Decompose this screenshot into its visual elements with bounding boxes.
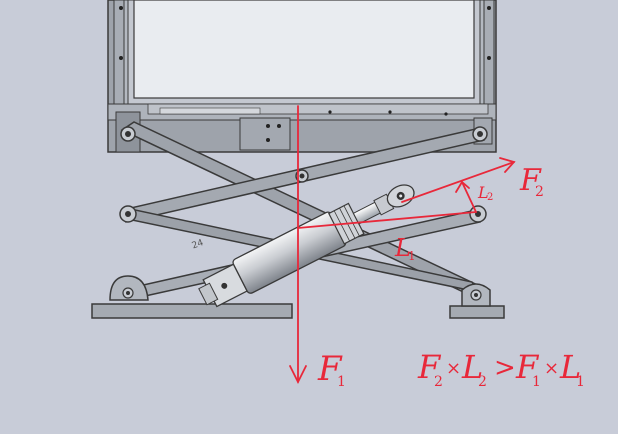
ineq-l2: L: [461, 348, 483, 386]
ineq-l1-sub: 1: [576, 374, 585, 390]
l2-label: L: [477, 183, 489, 202]
f2-arrowhead: [499, 157, 516, 173]
ineq-f2-sub: 2: [434, 374, 443, 390]
ineq-times-2: ×: [544, 358, 559, 379]
base-plate: [91, 275, 505, 319]
l2-arrowhead: [455, 180, 470, 193]
ineq-f1-sub: 1: [532, 374, 541, 390]
labels: F 1 F 2 L 1 L 2 F 2 × L 2 > F 1 × L 1: [317, 163, 585, 390]
l1-lever-line: [297, 211, 477, 229]
l1-label: L: [394, 234, 411, 262]
ineq-f1: F: [515, 348, 540, 386]
force-annotations: [289, 105, 516, 385]
ineq-times-1: ×: [446, 358, 461, 379]
ineq-gt: >: [494, 353, 516, 383]
ineq-f2: F: [417, 348, 442, 386]
l2-label-sub: 2: [487, 192, 493, 203]
platform-frame: [107, 0, 497, 153]
l2-lever-line: [461, 181, 477, 213]
f1-label: F: [317, 349, 343, 389]
f2-force-line: [401, 161, 515, 203]
f1-label-sub: 1: [337, 374, 346, 390]
ineq-l1: L: [559, 348, 581, 386]
moment-inequality: F 2 × L 2 > F 1 × L 1: [417, 348, 585, 390]
f1-arrowhead: [289, 365, 307, 385]
f2-label-sub: 2: [535, 184, 544, 200]
ineq-l2-sub: 2: [478, 374, 487, 390]
l1-label-sub: 1: [408, 249, 416, 263]
f2-label: F: [519, 163, 542, 198]
actuator-cylinder: [198, 184, 415, 308]
cylinder-mark: 24: [191, 238, 205, 251]
